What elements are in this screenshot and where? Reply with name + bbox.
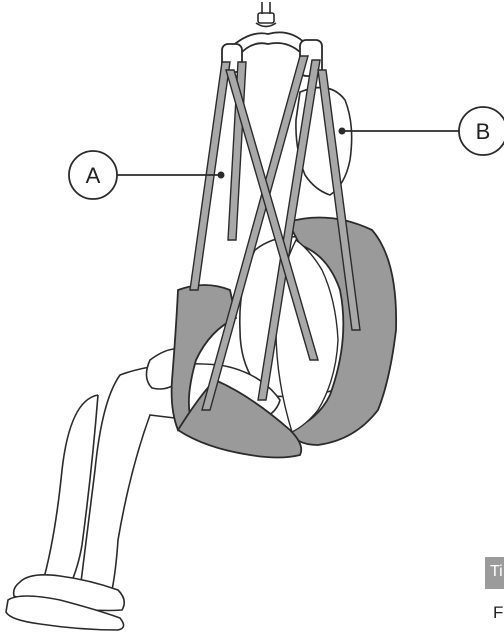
callout-b: B: [339, 107, 504, 155]
callout-a: A: [69, 151, 225, 199]
callout-b-label: B: [476, 119, 491, 144]
callout-a-label: A: [86, 163, 101, 188]
section-tab-label: Ti: [490, 563, 503, 581]
section-tab: Ti: [485, 557, 504, 589]
lift-hook: [256, 2, 276, 27]
edge-text: F: [493, 603, 503, 623]
